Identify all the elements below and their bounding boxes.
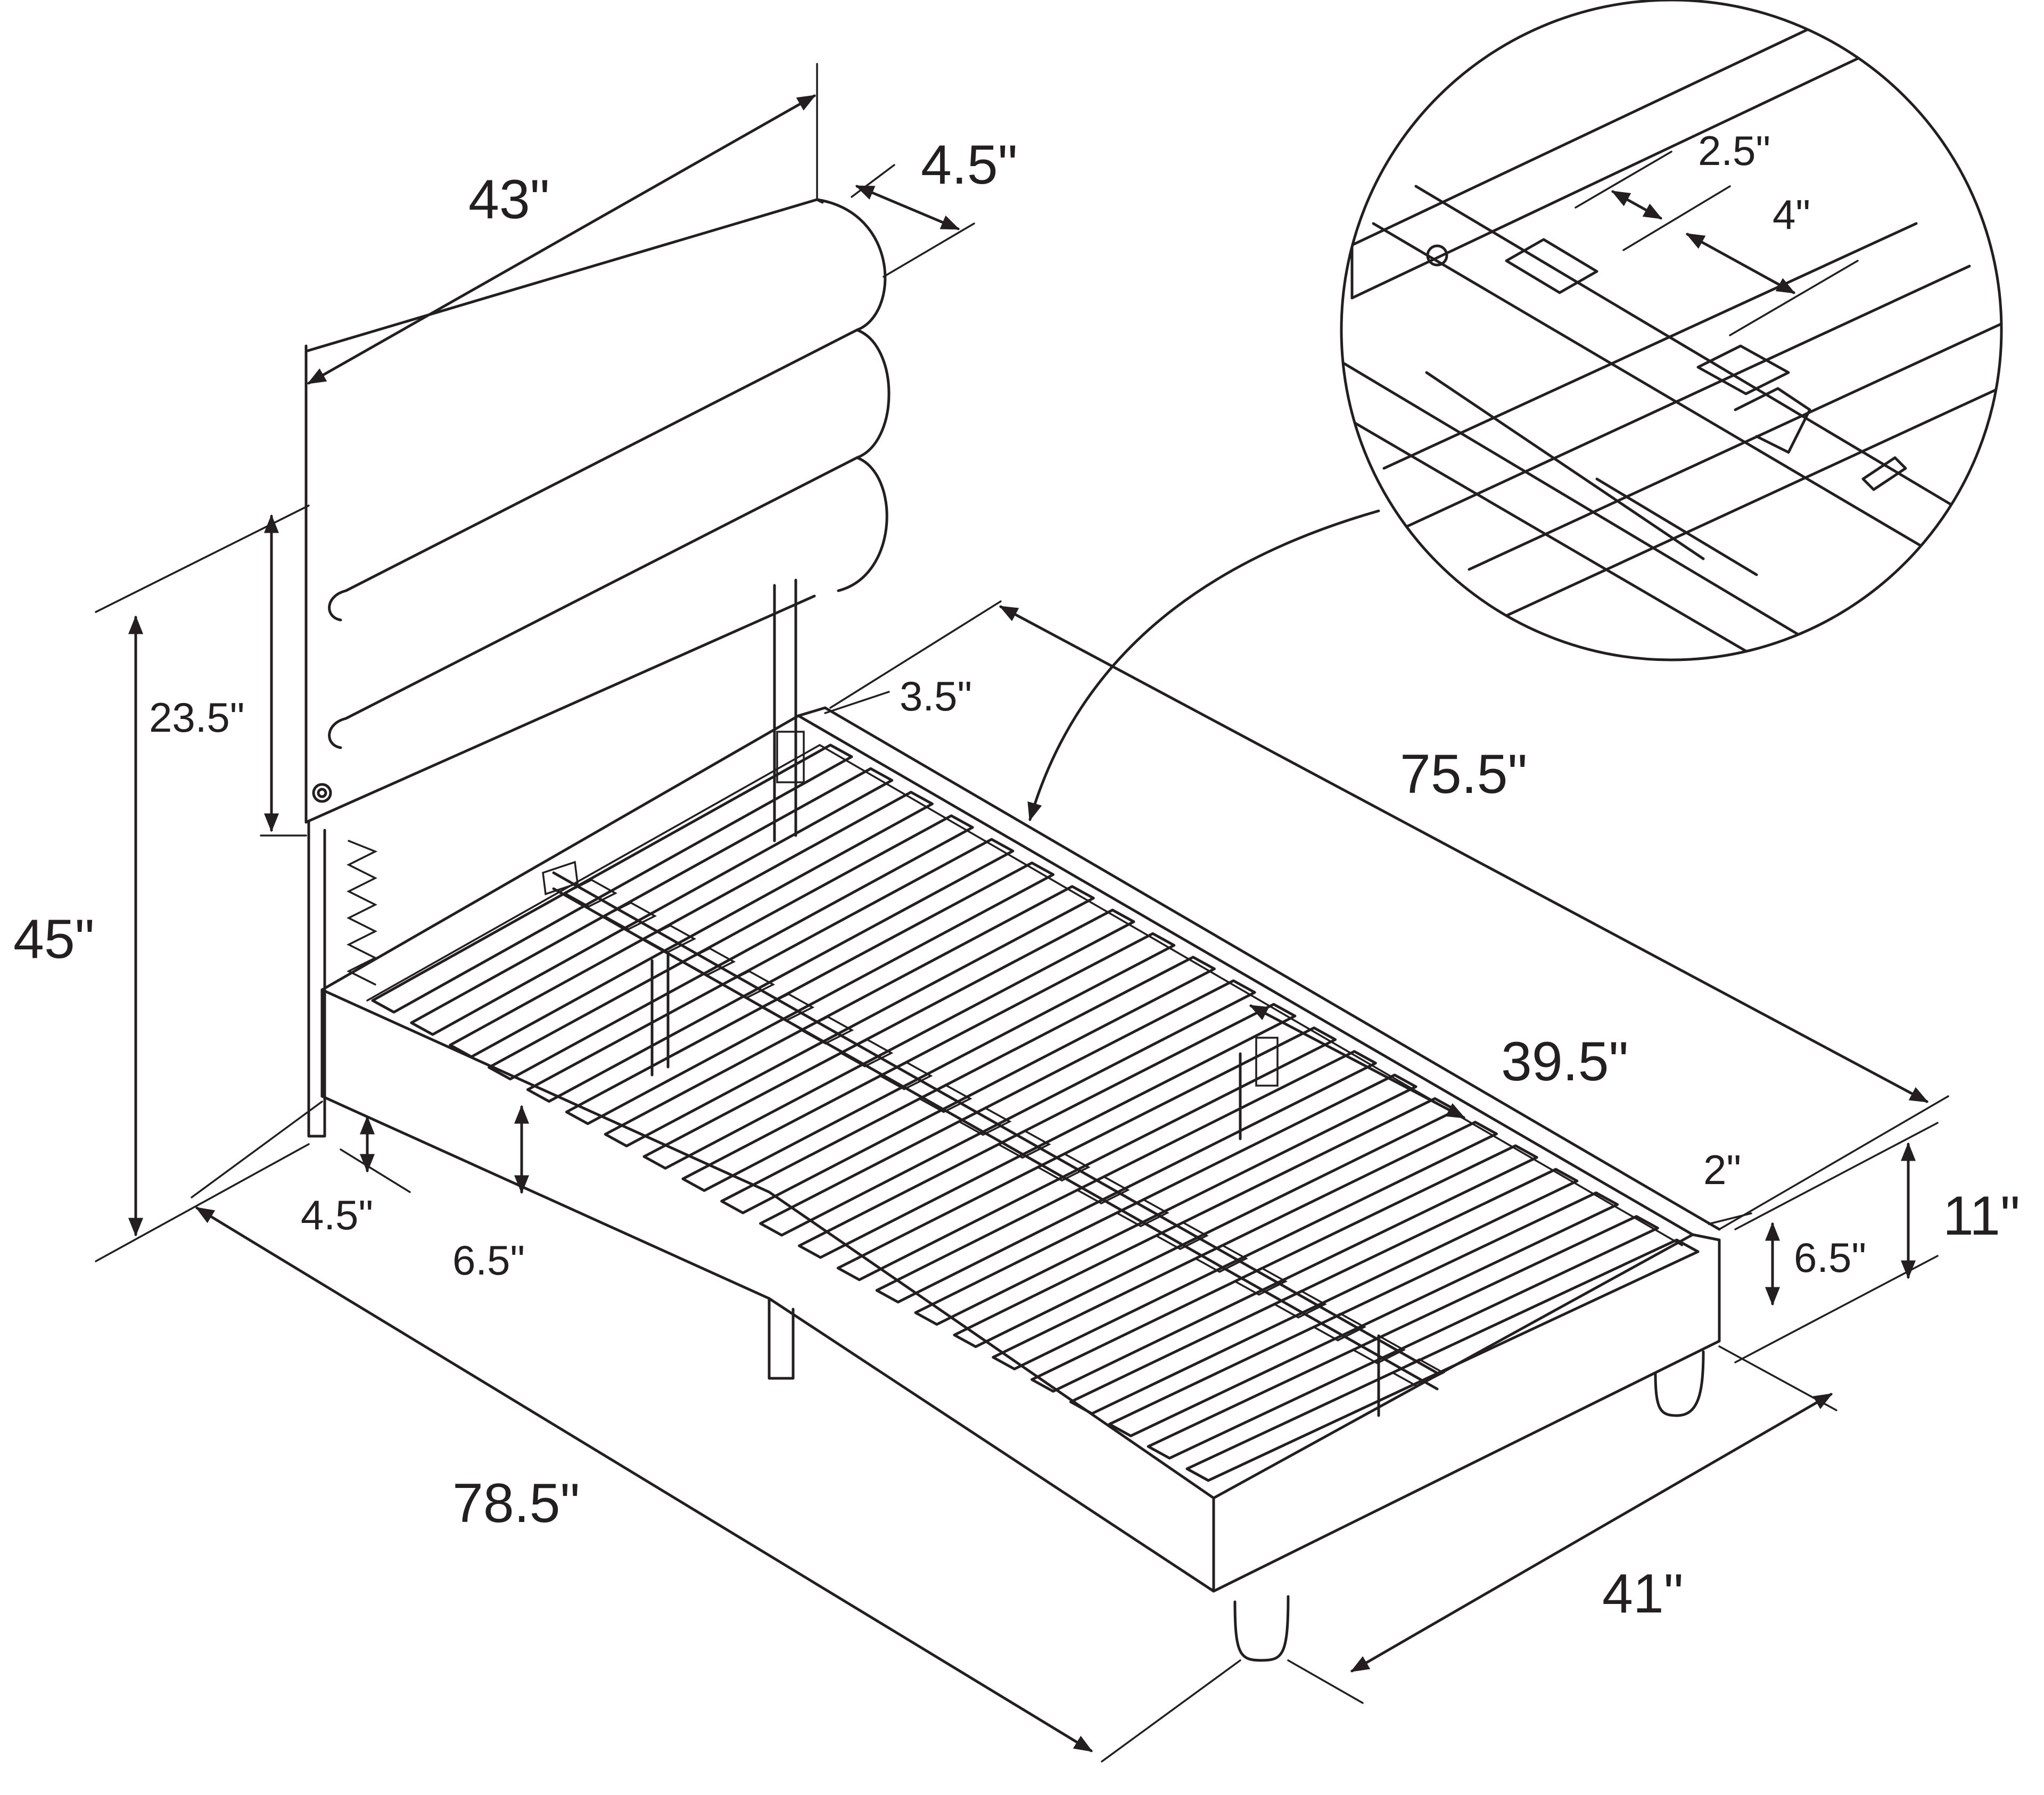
slat-detail-callout xyxy=(1027,0,2003,822)
slat-cap xyxy=(1312,1312,1367,1342)
label-side-rail-height: 6.5" xyxy=(452,1237,525,1284)
bed-slat xyxy=(1147,1215,1659,1460)
headboard xyxy=(304,198,891,1138)
slat-cap xyxy=(720,970,776,999)
slat-cap xyxy=(1193,1244,1248,1273)
label-total-width: 41" xyxy=(1602,1563,1684,1625)
label-total-length: 78.5" xyxy=(452,1473,580,1534)
label-inner-width: 39.5" xyxy=(1501,1031,1628,1093)
label-footboard-rail-height: 6.5" xyxy=(1794,1234,1866,1281)
slat-cap xyxy=(641,924,697,954)
label-slat-spacing: 4" xyxy=(1773,191,1810,238)
bed-slat xyxy=(1108,1191,1619,1437)
label-total-height: 45" xyxy=(13,908,95,970)
slat-cap xyxy=(1036,1153,1091,1182)
bed-slat xyxy=(642,908,1135,1170)
slat-cap xyxy=(563,879,617,908)
slat-cap xyxy=(602,901,657,931)
label-headboard-panel-height: 23.5" xyxy=(149,694,245,741)
slat-cap xyxy=(878,1061,933,1090)
slat-cap xyxy=(799,1015,854,1045)
bed-slat xyxy=(604,885,1095,1147)
label-headboard-width: 43" xyxy=(468,169,550,230)
bed-slat xyxy=(449,791,934,1058)
bed-slat xyxy=(1069,1168,1579,1415)
slat-cap xyxy=(917,1084,972,1113)
slat-cap xyxy=(1390,1358,1446,1387)
label-headboard-depth: 4.5" xyxy=(921,134,1018,196)
label-slat-width: 2.5" xyxy=(1698,127,1770,174)
bed-slat xyxy=(720,956,1216,1214)
slat-cap xyxy=(1351,1335,1406,1364)
bed-slat xyxy=(488,814,974,1081)
bed-slat xyxy=(1185,1238,1700,1482)
bed-slat xyxy=(681,932,1176,1192)
slat-cap xyxy=(1075,1176,1130,1205)
dimension-lines xyxy=(95,63,1949,1763)
slat-set xyxy=(371,743,1700,1482)
label-leg-height: 4.5" xyxy=(301,1192,373,1238)
bed-slat xyxy=(1031,1144,1538,1393)
slat-cap xyxy=(838,1038,894,1068)
bolt-icon xyxy=(312,783,332,803)
bed-slat xyxy=(953,1097,1458,1349)
slat-cap xyxy=(1115,1198,1169,1228)
label-frame-length: 75.5" xyxy=(1400,743,1527,805)
label-rail-width: 3.5" xyxy=(900,673,972,719)
slat-cap xyxy=(760,992,815,1022)
bed-slat xyxy=(410,767,894,1036)
bed-slat xyxy=(526,838,1015,1103)
bed-slat xyxy=(914,1073,1417,1326)
bed-slat xyxy=(371,743,853,1014)
slat-cap xyxy=(1272,1289,1327,1319)
dimension-labels: 43" 4.5" 45" 23.5" 3.5" 75.5" 39.5" 2" 1… xyxy=(13,127,2020,1625)
label-rail-top-thickness: 2" xyxy=(1703,1146,1741,1193)
bed-slat xyxy=(759,979,1256,1237)
slat-cap xyxy=(1154,1221,1209,1250)
slat-cap xyxy=(957,1107,1012,1136)
bed-slat xyxy=(992,1121,1498,1370)
slat-cap xyxy=(681,947,736,977)
bed-slat xyxy=(565,861,1055,1126)
slat-cap xyxy=(1233,1267,1288,1296)
slat-cap xyxy=(996,1130,1051,1159)
label-footboard-height: 11" xyxy=(1943,1185,2020,1247)
